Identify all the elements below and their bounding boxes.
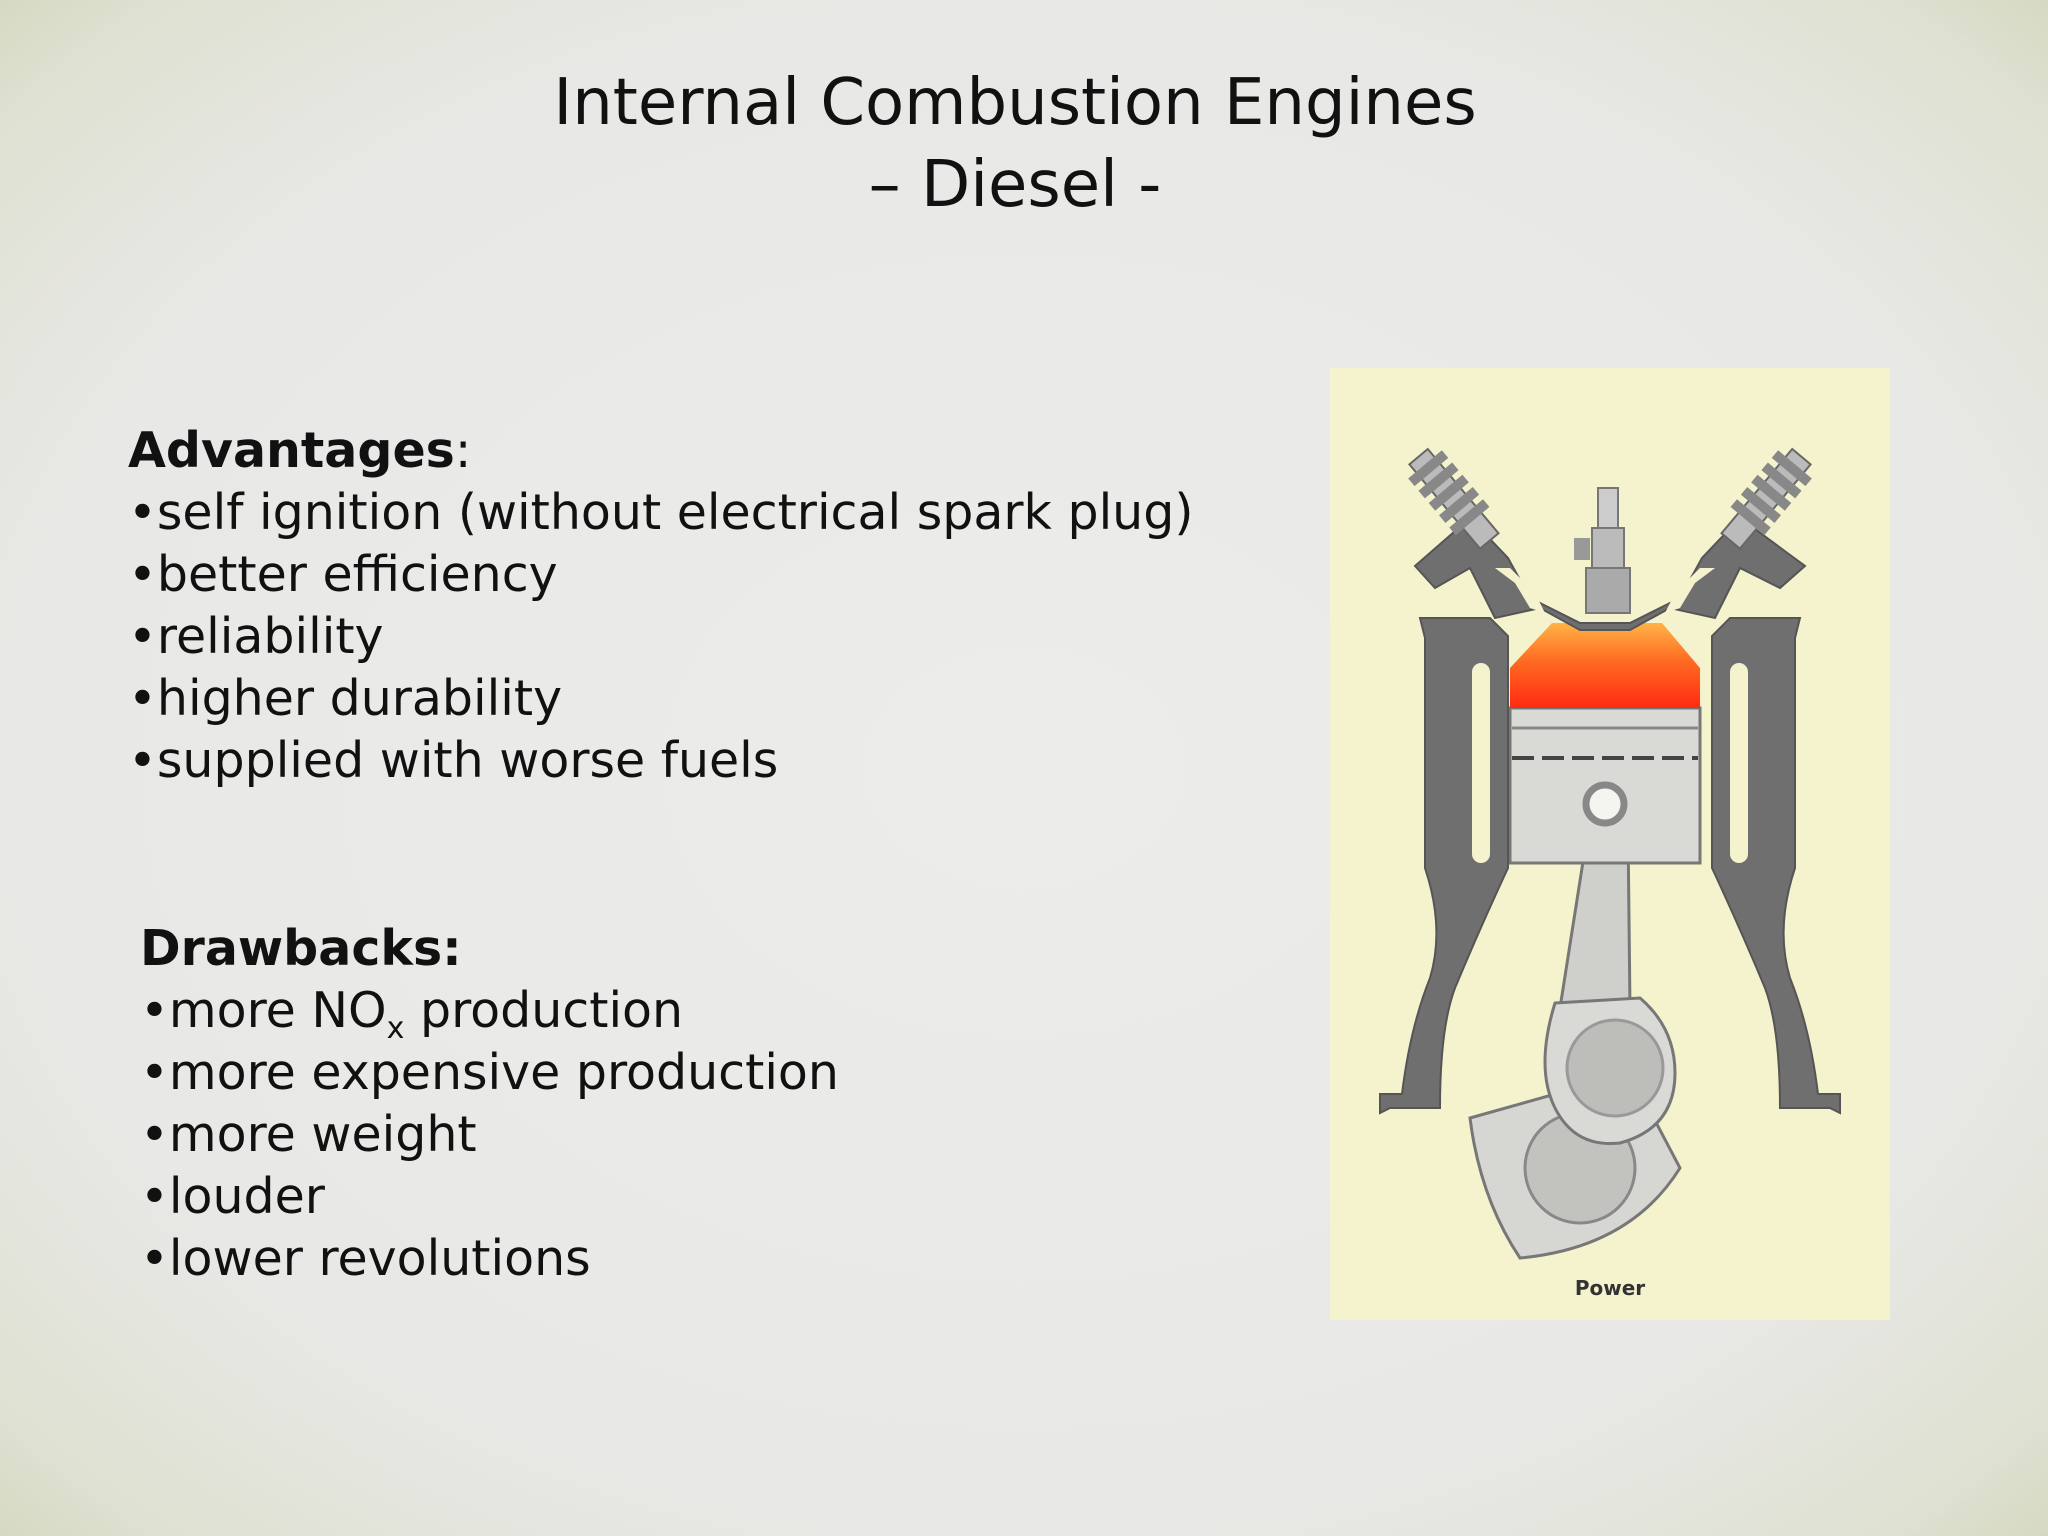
advantage-item: •higher durability xyxy=(128,670,563,727)
drawback-item-nox: •more NOx production xyxy=(140,980,839,1043)
title-line-1: Internal Combustion Engines xyxy=(553,66,1477,140)
exhaust-valve xyxy=(1720,447,1813,551)
fuel-injector xyxy=(1574,487,1631,614)
diesel-engine-figure: Power xyxy=(1330,368,1890,1320)
piston-pin xyxy=(1582,781,1628,827)
combustion-chamber xyxy=(1510,623,1700,708)
engine-cylinder-illustration xyxy=(1379,447,1841,1260)
drawbacks-heading: Drawbacks: xyxy=(140,920,462,977)
advantages-list: Advantages: •self ignition (without elec… xyxy=(128,420,1193,792)
advantages-heading: Advantages xyxy=(128,422,455,479)
advantage-item: •supplied with worse fuels xyxy=(128,732,779,789)
advantage-item: •better efficiency xyxy=(128,546,558,603)
nox-subscript: x xyxy=(386,1010,405,1046)
big-end-bearing xyxy=(1565,1018,1665,1118)
title-line-2: – Diesel - xyxy=(868,148,1162,222)
drawback-item: •lower revolutions xyxy=(140,1230,591,1287)
intake-valve xyxy=(1407,447,1500,551)
advantages-heading-colon: : xyxy=(454,422,472,479)
advantage-item: •self ignition (without electrical spark… xyxy=(128,484,1194,541)
figure-caption: Power xyxy=(1574,1276,1646,1300)
drawbacks-list: Drawbacks: •more NOx production •more ex… xyxy=(140,918,839,1290)
cylinder-head xyxy=(1413,516,1807,631)
drawback-item: •more weight xyxy=(140,1106,477,1163)
nox-suffix: production xyxy=(404,982,684,1039)
advantages-heading-line: Advantages: xyxy=(128,420,1193,482)
slide-title: Internal Combustion Engines – Diesel - xyxy=(0,62,2030,226)
drawback-item: •more expensive production xyxy=(140,1044,839,1101)
drawback-item: •louder xyxy=(140,1168,325,1225)
nox-prefix: •more NO xyxy=(140,982,387,1039)
advantage-item: •reliability xyxy=(128,608,384,665)
